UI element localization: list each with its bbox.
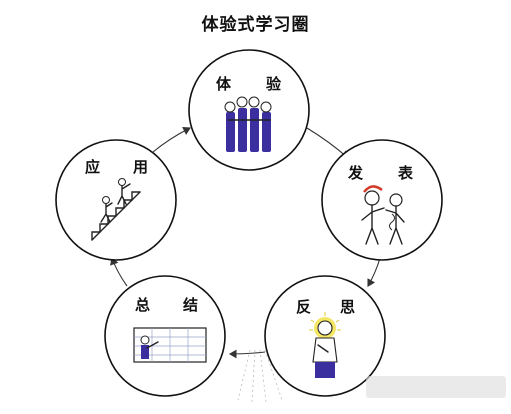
stage-express: 发 表 <box>321 139 443 261</box>
two-people-talking-icon <box>361 185 405 245</box>
stage-label-right: 表 <box>398 164 414 182</box>
climbing-stairs-icon <box>91 178 141 241</box>
light-rays-decoration <box>237 349 283 403</box>
stage-label-left: 总 <box>135 296 150 314</box>
stage-apply: 应 用 <box>55 139 177 261</box>
stage-label-right: 验 <box>266 75 282 93</box>
diagram-title: 体验式学习圈 <box>201 15 310 35</box>
watermark-blur <box>366 376 506 398</box>
stage-circle <box>188 49 310 171</box>
stage-label-right: 思 <box>340 298 355 316</box>
stage-label-right: 用 <box>133 158 148 176</box>
stage-summarize: 总 结 <box>104 275 226 397</box>
arrow-apply-to-experience <box>152 127 191 153</box>
stage-experience: 体 验 <box>188 49 310 171</box>
thinking-person-icon <box>309 312 341 378</box>
arrow-express-to-reflect <box>367 257 381 287</box>
stage-circle <box>321 139 443 261</box>
group-hug-icon <box>224 96 272 152</box>
stage-label-left: 体 <box>216 75 232 93</box>
stage-reflect: 反 思 <box>264 275 386 397</box>
stage-label-left: 发 <box>347 164 364 182</box>
arrow-experience-to-express <box>306 127 349 159</box>
person-at-board-icon <box>133 327 207 363</box>
stage-label-right: 结 <box>183 296 198 314</box>
stage-circle <box>55 139 177 261</box>
stage-label-left: 应 <box>85 158 100 176</box>
stage-label-left: 反 <box>296 298 311 316</box>
arrow-summarize-to-apply <box>110 256 128 287</box>
arrow-reflect-to-summarize <box>228 349 266 359</box>
